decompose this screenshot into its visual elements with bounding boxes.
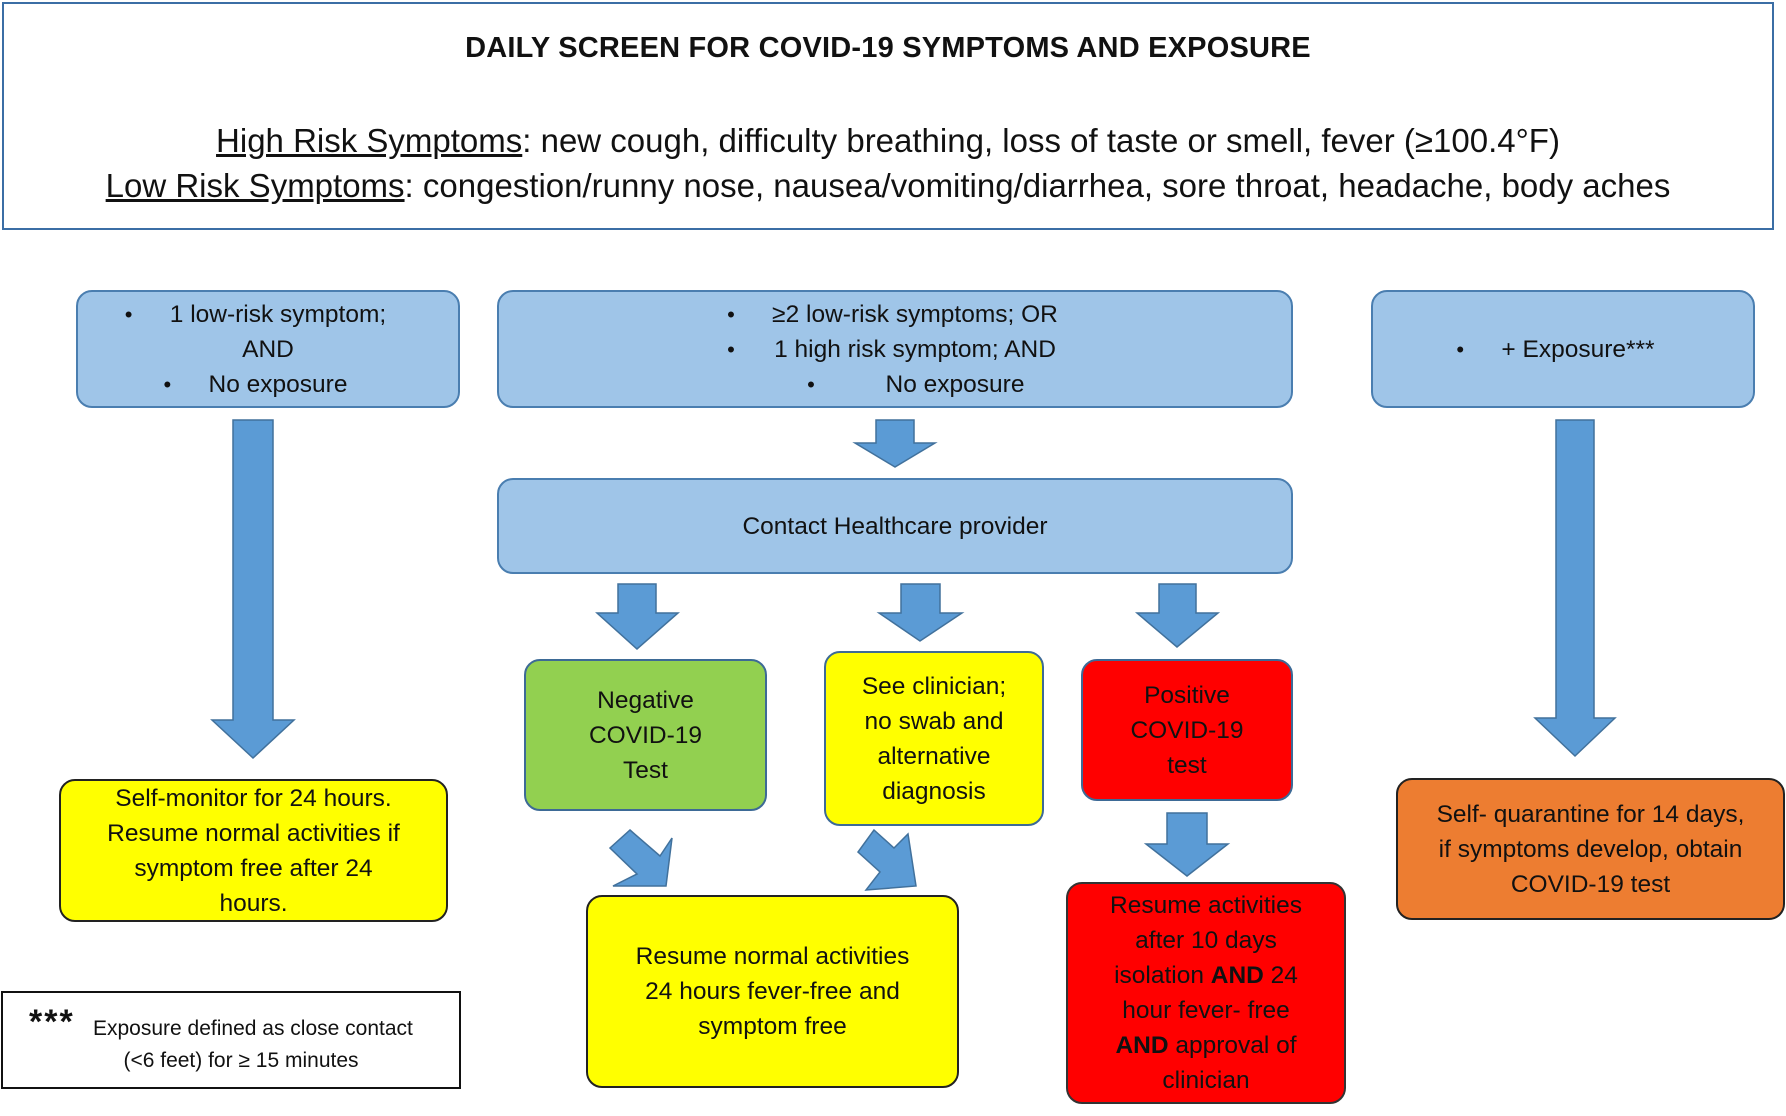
page-title: DAILY SCREEN FOR COVID-19 SYMPTOMS AND E… bbox=[465, 32, 1311, 64]
box-text: symptom free bbox=[698, 1013, 847, 1040]
box-text: if symptoms develop, obtain bbox=[1438, 835, 1743, 863]
box-text: Self-monitor for 24 hours. bbox=[115, 784, 392, 812]
arrow-to-positive bbox=[1134, 583, 1221, 648]
criteria-item: 1 high risk symptom; AND bbox=[727, 332, 1058, 367]
box-text: isolation AND 24 bbox=[1114, 962, 1298, 989]
box-text: hour fever- free bbox=[1122, 997, 1290, 1024]
box-text: Negative bbox=[597, 686, 694, 714]
contact-provider-box: Contact Healthcare provider bbox=[497, 478, 1293, 574]
contact-provider-text: Contact Healthcare provider bbox=[742, 512, 1048, 540]
criteria-connector: AND bbox=[242, 335, 294, 363]
header-box: DAILY SCREEN FOR COVID-19 SYMPTOMS AND E… bbox=[2, 2, 1774, 230]
arrow-positive-down bbox=[1143, 812, 1231, 877]
self-monitor-box: Self-monitor for 24 hours. Resume normal… bbox=[59, 779, 448, 922]
high-risk-symptoms: High Risk Symptoms: new cough, difficult… bbox=[4, 122, 1772, 160]
box-text: See clinician; bbox=[861, 672, 1007, 700]
box-text: AND approval of bbox=[1115, 1032, 1297, 1059]
arrow-to-clinician bbox=[876, 583, 965, 642]
box-text: clinician bbox=[1162, 1067, 1250, 1094]
box-text: Test bbox=[623, 756, 668, 784]
box-text: 24 hours fever-free and bbox=[645, 978, 900, 1005]
box-text: alternative bbox=[877, 742, 991, 770]
arrow-negative-diagonal bbox=[608, 828, 673, 887]
box-text: Resume normal activities bbox=[635, 943, 910, 970]
arrow-center-down bbox=[852, 419, 938, 468]
box-text: COVID-19 test bbox=[1510, 870, 1671, 898]
exposure-footnote: *** Exposure defined as close contact (<… bbox=[1, 991, 461, 1089]
box-text: no swab and bbox=[864, 707, 1004, 735]
criteria-item: No exposure bbox=[164, 367, 348, 402]
arrow-to-negative bbox=[595, 583, 680, 651]
footnote-line1: Exposure defined as close contact bbox=[93, 1017, 413, 1040]
low-risk-label: Low Risk Symptoms bbox=[105, 167, 405, 204]
criteria-box-high-risk: ≥2 low-risk symptoms; OR 1 high risk sym… bbox=[497, 290, 1293, 408]
arrow-left-down bbox=[210, 419, 296, 760]
low-risk-symptoms: Low Risk Symptoms: congestion/runny nose… bbox=[4, 167, 1772, 205]
criteria-item: No exposure bbox=[807, 367, 1058, 402]
low-risk-text: : congestion/runny nose, nausea/vomiting… bbox=[404, 167, 1671, 204]
box-text: COVID-19 bbox=[1130, 716, 1244, 744]
criteria-item: + Exposure*** bbox=[1456, 332, 1654, 367]
negative-test-box: Negative COVID-19 Test bbox=[524, 659, 767, 811]
box-text: diagnosis bbox=[882, 777, 986, 805]
box-text: Self- quarantine for 14 days, bbox=[1436, 800, 1745, 828]
box-text: symptom free after 24 bbox=[134, 854, 373, 882]
box-text: after 10 days bbox=[1135, 927, 1277, 954]
box-text: Resume activities bbox=[1110, 892, 1302, 919]
box-text: test bbox=[1167, 751, 1207, 779]
criteria-item: ≥2 low-risk symptoms; OR bbox=[727, 297, 1058, 332]
box-text: COVID-19 bbox=[588, 721, 702, 749]
criteria-item: 1 low-risk symptom; bbox=[125, 297, 387, 332]
see-clinician-box: See clinician; no swab and alternative d… bbox=[824, 651, 1044, 826]
isolation-box: Resume activities after 10 days isolatio… bbox=[1066, 882, 1346, 1104]
high-risk-text: : new cough, difficulty breathing, loss … bbox=[522, 122, 1560, 159]
positive-test-box: Positive COVID-19 test bbox=[1081, 659, 1293, 801]
self-quarantine-box: Self- quarantine for 14 days, if symptom… bbox=[1396, 778, 1785, 920]
resume-normal-box: Resume normal activities 24 hours fever-… bbox=[586, 895, 959, 1088]
arrow-clinician-diagonal bbox=[856, 828, 917, 891]
criteria-box-low-risk: 1 low-risk symptom; AND No exposure bbox=[76, 290, 460, 408]
footnote-line2: (<6 feet) for ≥ 15 minutes bbox=[123, 1049, 359, 1072]
box-text: hours. bbox=[219, 889, 288, 917]
arrow-right-down bbox=[1533, 419, 1617, 758]
high-risk-label: High Risk Symptoms bbox=[216, 122, 523, 159]
criteria-box-exposure: + Exposure*** bbox=[1371, 290, 1755, 408]
footnote-stars: *** bbox=[29, 1003, 75, 1041]
box-text: Resume normal activities if bbox=[107, 819, 400, 847]
box-text: Positive bbox=[1144, 681, 1230, 709]
